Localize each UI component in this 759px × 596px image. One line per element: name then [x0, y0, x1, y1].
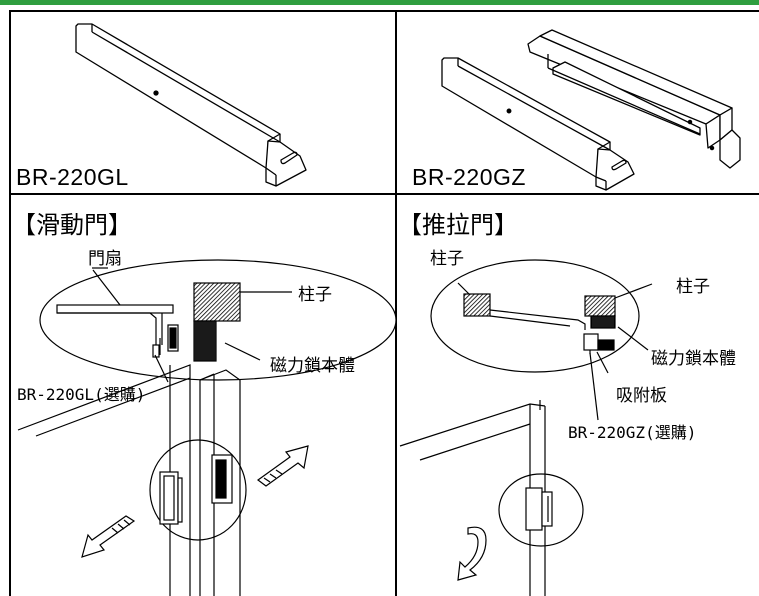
diagram-frame — [9, 10, 759, 596]
label-armature-plate: 吸附板 — [616, 386, 667, 406]
br-220gl-bracket-drawing — [75, 23, 307, 187]
grid-divider-vertical — [395, 10, 397, 596]
heading-sliding-door: 【滑動門】 — [12, 211, 132, 239]
label-pillar-right: 柱子 — [676, 277, 710, 297]
model-label-br-220gz: BR-220GZ — [412, 164, 526, 190]
sliding-door-drawing — [17, 259, 397, 596]
push-pull-door-drawing — [399, 259, 653, 596]
label-lock-body: 磁力鎖本體 — [270, 356, 355, 376]
br-220gz-bracket-drawing — [441, 29, 741, 191]
model-label-br-220gl: BR-220GL — [16, 164, 129, 190]
label-door-leaf: 門扇 — [88, 249, 122, 269]
grid-divider-horizontal — [9, 193, 759, 195]
label-bracket-br-220gz: BR-220GZ(選購) — [568, 423, 697, 442]
label-bracket-br-220gl: BR-220GL(選購) — [17, 385, 146, 404]
heading-push-pull-door: 【推拉門】 — [398, 211, 518, 239]
accent-bar — [0, 0, 759, 5]
label-pillar: 柱子 — [298, 285, 332, 305]
label-lock-body: 磁力鎖本體 — [651, 349, 736, 369]
label-pillar-left: 柱子 — [430, 249, 464, 269]
